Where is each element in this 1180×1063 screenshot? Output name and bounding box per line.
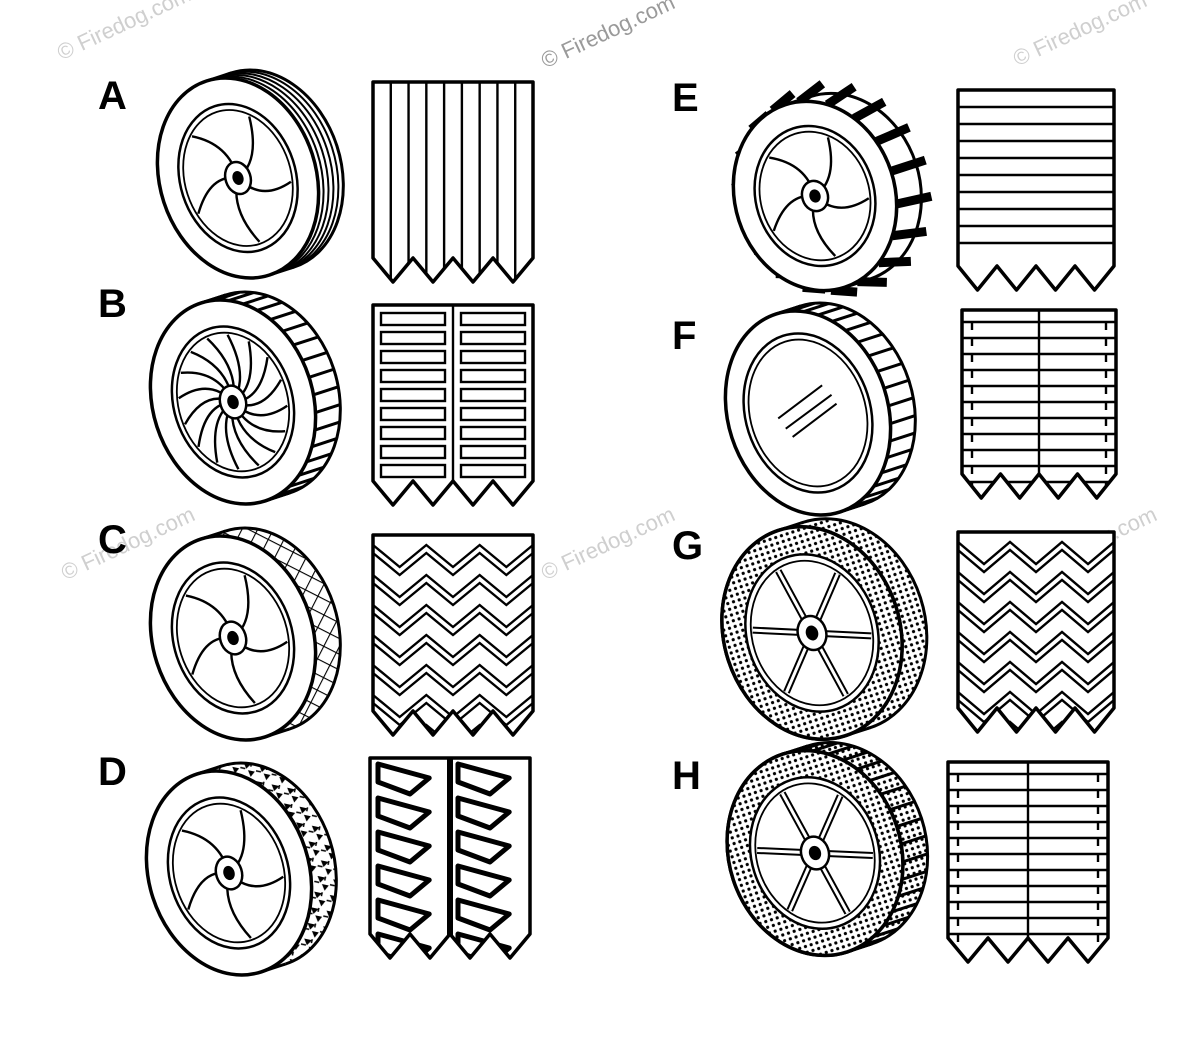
wheel-g (720, 517, 929, 742)
wheel-c (148, 526, 342, 742)
label-h: H (672, 754, 701, 798)
wheel-d (144, 761, 338, 977)
label-d: D (98, 750, 127, 794)
wheel-f (723, 301, 917, 517)
wheel-e (731, 80, 933, 297)
tread-pattern-b (371, 303, 535, 507)
tread-pattern-h (946, 760, 1110, 964)
wheel-b (148, 290, 342, 506)
label-c: C (98, 518, 127, 562)
label-b: B (98, 282, 127, 326)
label-a: A (98, 74, 127, 118)
tread-pattern-a (371, 80, 535, 284)
wheel-h (725, 741, 930, 958)
label-g: G (672, 524, 704, 568)
tread-pattern-g (956, 530, 1116, 734)
tread-pattern-f (960, 308, 1118, 500)
tread-pattern-d (368, 756, 532, 960)
tread-pattern-e (956, 88, 1116, 292)
label-f: F (672, 314, 697, 358)
wheel-a (155, 68, 345, 280)
label-e: E (672, 76, 699, 120)
tread-pattern-c (371, 533, 535, 737)
